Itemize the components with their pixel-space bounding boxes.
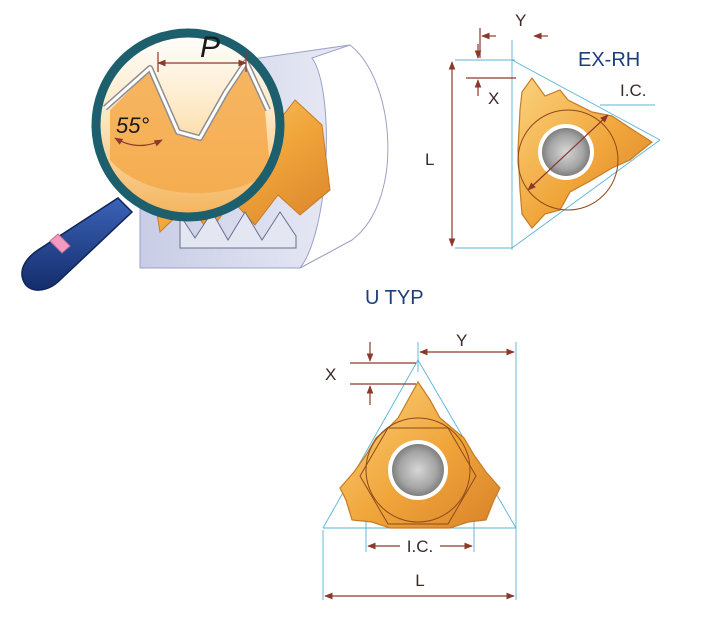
magnifier-handle	[21, 197, 134, 291]
thread-teeth-bottom	[179, 211, 297, 249]
ex-ic-label: I.C.	[620, 81, 646, 100]
magnified-thread-profile	[110, 60, 270, 194]
u-x-label: X	[325, 365, 336, 384]
ex-rh-insert-view: I.C. Y X L EX-RH	[425, 11, 661, 250]
u-guide-tri-left	[322, 359, 419, 529]
ex-guide-diag-top	[511, 59, 661, 141]
magnifier-illustration: P 55°	[21, 28, 389, 291]
u-insert-hole	[392, 444, 444, 496]
workpiece-end	[299, 44, 389, 269]
ex-ic-dimension-line	[527, 114, 609, 191]
angle-arc	[114, 137, 163, 147]
ex-insert-hole	[542, 128, 590, 176]
lens-rim	[91, 28, 285, 222]
angle-label: 55°	[116, 113, 149, 138]
ex-guide-diag-bottom	[511, 139, 661, 249]
u-typ-title: U TYP	[365, 287, 424, 309]
ex-insert-ic-circle	[517, 109, 619, 211]
u-typ-insert-view: X Y I.C. L	[322, 331, 517, 600]
pitch-label: P	[200, 31, 220, 64]
ex-l-label: L	[425, 150, 434, 169]
u-l-label: L	[415, 571, 424, 590]
u-ic-label: I.C.	[407, 537, 433, 556]
u-y-label: Y	[456, 331, 467, 350]
ex-y-label: Y	[515, 11, 526, 30]
ex-rh-title: EX-RH	[578, 49, 640, 71]
u-insert-ic-circle	[365, 417, 471, 523]
ex-x-label: X	[488, 89, 499, 108]
